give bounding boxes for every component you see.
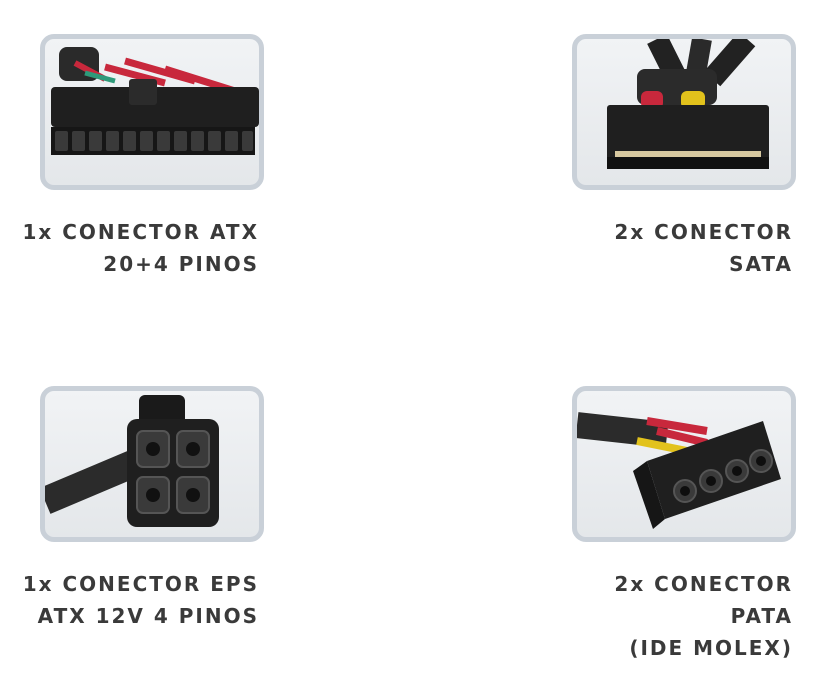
caption-line: 1x CONECTOR EPS [22, 572, 259, 596]
molex-connector-caption: 2x CONECTOR PATA (IDE MOLEX) [614, 568, 793, 664]
sata-connector-icon [607, 39, 769, 169]
sata-connector-caption: 2x CONECTOR SATA [614, 216, 793, 280]
eps-4pin-connector-icon [45, 395, 219, 527]
caption-line: PATA [730, 604, 793, 628]
sata-connector-photo [572, 34, 796, 190]
molex-connector-photo [572, 386, 796, 542]
caption-line: 2x CONECTOR [614, 572, 793, 596]
atx-connector-photo [40, 34, 264, 190]
caption-line: SATA [729, 252, 793, 276]
eps-connector-photo [40, 386, 264, 542]
atx-24pin-connector-icon [51, 47, 259, 155]
caption-line: 20+4 PINOS [103, 252, 259, 276]
caption-line: (IDE MOLEX) [629, 636, 793, 660]
eps-connector-caption: 1x CONECTOR EPS ATX 12V 4 PINOS [23, 568, 259, 632]
caption-line: ATX 12V 4 PINOS [37, 604, 259, 628]
caption-line: 1x CONECTOR ATX [22, 220, 259, 244]
molex-connector-icon [577, 412, 781, 529]
atx-connector-caption: 1x CONECTOR ATX 20+4 PINOS [22, 216, 259, 280]
caption-line: 2x CONECTOR [614, 220, 793, 244]
